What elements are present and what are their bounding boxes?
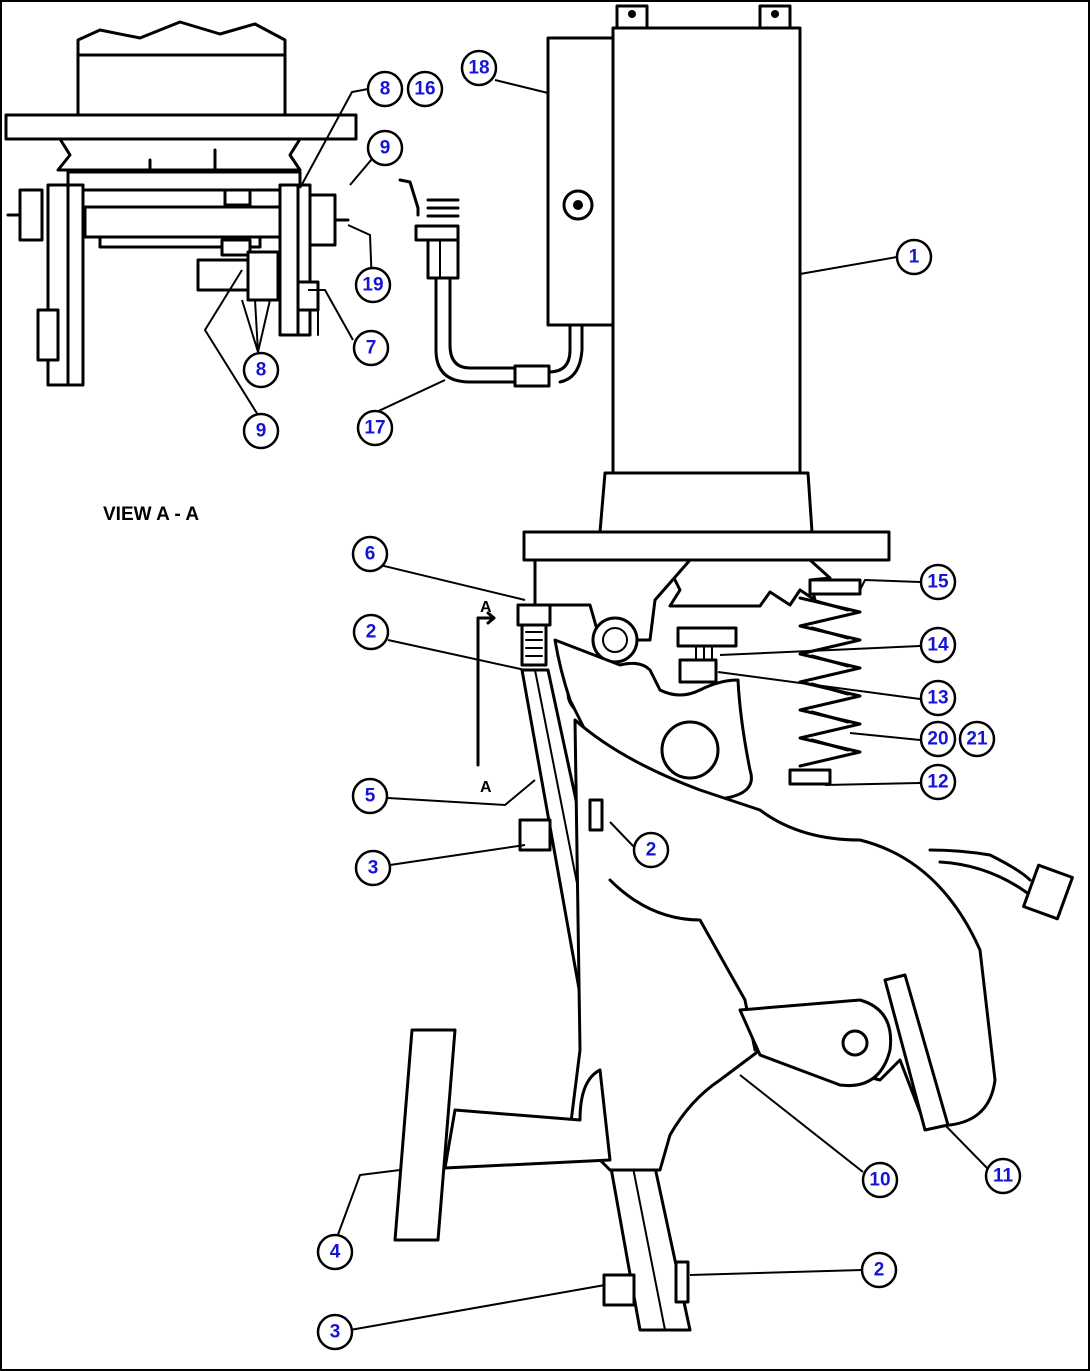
callout-12: 12	[919, 763, 957, 801]
callout-17: 17	[356, 409, 394, 447]
svg-text:3: 3	[368, 858, 379, 879]
svg-text:2: 2	[366, 622, 377, 643]
plunger-body	[676, 626, 738, 648]
callout-14: 14	[919, 626, 957, 664]
svg-text:A: A	[480, 779, 492, 796]
callout-7: 7	[352, 329, 390, 367]
cam-bore	[660, 720, 720, 780]
svg-text:21: 21	[966, 729, 988, 750]
svg-text:3: 3	[330, 1322, 341, 1343]
callout-11: 11	[984, 1157, 1022, 1195]
control-box	[546, 36, 615, 327]
svg-text:15: 15	[927, 572, 949, 593]
callout-20: 20	[919, 720, 957, 758]
svg-text:11: 11	[993, 1166, 1014, 1187]
callout-15: 15	[919, 563, 957, 601]
callout-1: 1	[895, 238, 933, 276]
svg-text:14: 14	[927, 635, 949, 656]
mount-plate	[522, 530, 891, 562]
svg-text:19: 19	[362, 275, 383, 296]
sensor-plate	[883, 973, 950, 1132]
view-label: VIEW A - A	[103, 504, 199, 525]
svg-text:8: 8	[380, 79, 391, 100]
svg-text:18: 18	[468, 58, 489, 79]
mount-bolt-lower	[602, 1273, 636, 1307]
section-marker: A A	[476, 599, 496, 796]
callout-9: 9	[242, 412, 280, 450]
wire-harness-connector	[398, 178, 584, 388]
bellows-boot	[663, 558, 832, 608]
foot-pedal	[393, 1028, 612, 1242]
svg-text:10: 10	[869, 1170, 890, 1191]
svg-text:17: 17	[364, 418, 385, 439]
link-pin	[841, 1029, 869, 1057]
stop-bolt-head	[516, 603, 552, 627]
sensor-connector	[1022, 863, 1074, 921]
callout-21: 21	[958, 720, 996, 758]
leader-lines	[203, 79, 988, 1331]
adjust-nut	[678, 658, 718, 684]
callout-19: 19	[354, 266, 392, 304]
svg-text:12: 12	[927, 772, 948, 793]
svg-text:1: 1	[909, 247, 920, 268]
svg-text:2: 2	[646, 840, 657, 861]
svg-text:6: 6	[365, 544, 376, 565]
svg-text:8: 8	[256, 360, 267, 381]
svg-text:A: A	[480, 599, 492, 616]
callout-4: 4	[316, 1233, 354, 1271]
callout-9: 9	[366, 129, 404, 167]
svg-text:4: 4	[330, 1242, 341, 1263]
callout-8: 8	[366, 70, 404, 108]
callout-10: 10	[861, 1161, 899, 1199]
callout-16: 16	[406, 70, 444, 108]
pivot-bolt-upper	[591, 616, 639, 664]
svg-text:5: 5	[365, 786, 376, 807]
svg-text:2: 2	[874, 1260, 885, 1281]
svg-text:9: 9	[256, 421, 267, 442]
callout-8: 8	[242, 351, 280, 389]
callout-2: 2	[352, 613, 390, 651]
callout-13: 13	[919, 679, 957, 717]
callout-3: 3	[354, 849, 392, 887]
svg-text:16: 16	[414, 79, 435, 100]
callout-3: 3	[316, 1313, 354, 1351]
callout-2: 2	[632, 831, 670, 869]
svg-text:9: 9	[380, 138, 391, 159]
mount-bolt-upper	[518, 818, 552, 852]
pedal-link	[738, 998, 893, 1088]
housing-base	[598, 471, 814, 534]
callout-6: 6	[351, 535, 389, 573]
callout-18: 18	[460, 49, 498, 87]
svg-text:20: 20	[927, 729, 948, 750]
svg-text:13: 13	[927, 688, 948, 709]
main-housing	[611, 26, 802, 475]
view-a-a-detail	[4, 20, 358, 387]
svg-text:7: 7	[366, 338, 377, 359]
callout-5: 5	[351, 777, 389, 815]
callout-2: 2	[860, 1251, 898, 1289]
